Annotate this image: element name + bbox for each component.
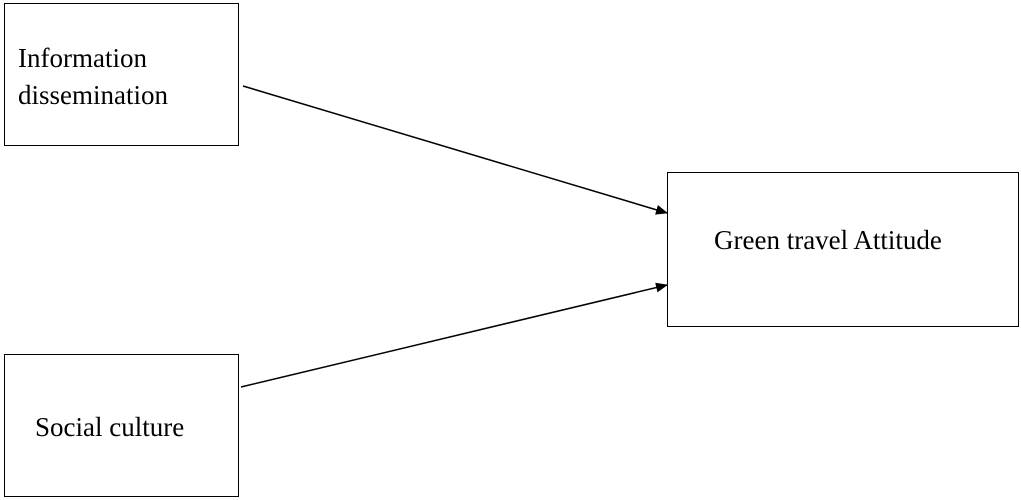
arrow-information-to-green-travel (242, 85, 668, 215)
green-travel-attitude-label: Green travel Attitude (714, 225, 942, 255)
arrow-social-culture-to-green-travel (240, 282, 668, 388)
information-dissemination-box: Information dissemination (4, 3, 239, 146)
social-culture-box: Social culture (4, 354, 239, 497)
social-culture-label: Social culture (35, 412, 185, 442)
green-travel-attitude-box: Green travel Attitude (667, 172, 1019, 327)
information-dissemination-label: Information dissemination (18, 43, 168, 110)
